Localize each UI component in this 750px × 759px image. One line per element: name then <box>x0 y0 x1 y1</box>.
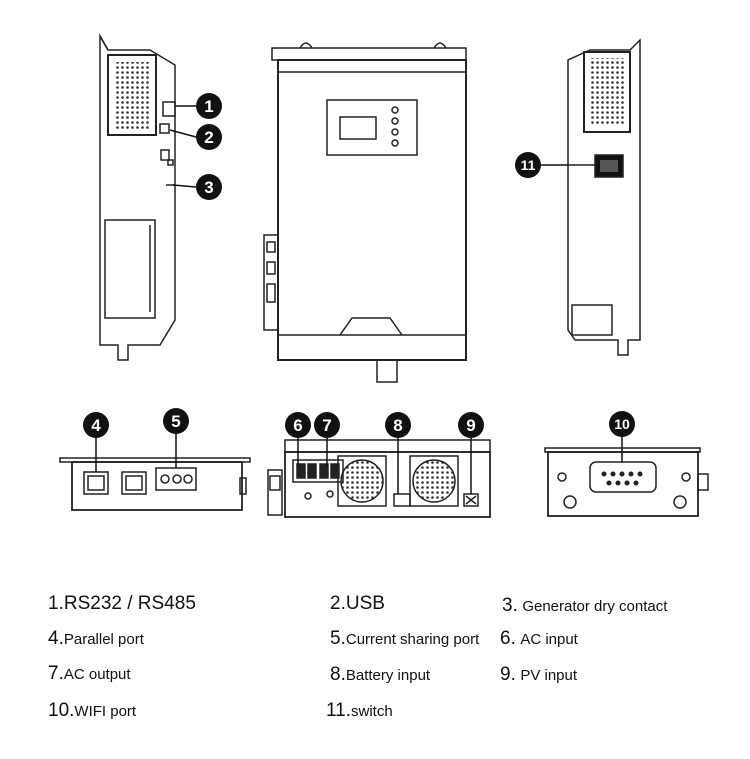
svg-text:5: 5 <box>171 412 180 431</box>
legend-item-1: 1.RS232 / RS485 <box>48 593 196 614</box>
control-panel <box>326 99 418 156</box>
leader-lines <box>95 105 623 494</box>
front-view <box>263 42 467 383</box>
legend-item-8: 8.Battery input <box>330 664 431 685</box>
callout-8: 8 <box>385 412 411 438</box>
svg-text:1: 1 <box>204 97 213 116</box>
hang-hole-right <box>433 42 447 49</box>
legend-item-11: 11.switch <box>326 700 393 721</box>
legend-item-7: 7.AC output <box>48 663 131 684</box>
rs232-port <box>162 101 176 117</box>
callout-11: 11 <box>515 152 541 178</box>
legend-item-6: 6. AC input <box>500 628 578 649</box>
legend-item-9: 9. PV input <box>500 664 578 685</box>
callout-1: 1 <box>196 93 222 119</box>
right-side-view <box>567 38 641 356</box>
bottom-vent <box>339 317 403 336</box>
svg-text:4: 4 <box>91 416 101 435</box>
legend-item-3: 3. Generator dry contact <box>502 595 668 616</box>
right-vent <box>583 51 631 133</box>
bottom-center-panel <box>267 439 491 518</box>
callout-7: 7 <box>314 412 340 438</box>
button-icon <box>391 106 399 114</box>
svg-text:10: 10 <box>614 416 630 432</box>
bottom-right-panel <box>544 447 709 517</box>
bottom-left-panel <box>59 457 251 511</box>
legend-item-4: 4.Parallel port <box>48 628 144 649</box>
fan-right <box>409 455 459 507</box>
legend-item-2: 2.USB <box>330 593 385 614</box>
left-vent <box>107 54 157 136</box>
fan-left <box>337 455 387 507</box>
left-side-panel <box>104 219 156 319</box>
legend-item-10: 10.WIFI port <box>48 700 137 721</box>
callout-10: 10 <box>609 411 635 437</box>
svg-text:6: 6 <box>293 416 302 435</box>
battery-terminal <box>393 493 411 507</box>
left-side-view <box>99 33 176 361</box>
callout-2: 2 <box>196 124 222 150</box>
lcd-screen <box>339 116 377 140</box>
svg-text:11: 11 <box>521 157 536 173</box>
callout-3: 3 <box>196 174 222 200</box>
wifi-port <box>589 461 657 493</box>
bottom-bracket <box>376 359 398 383</box>
callout-5: 5 <box>163 408 189 434</box>
svg-text:2: 2 <box>204 128 213 147</box>
svg-text:3: 3 <box>204 178 213 197</box>
usb-port <box>159 123 170 134</box>
callout-6: 6 <box>285 412 311 438</box>
svg-text:9: 9 <box>466 416 475 435</box>
callout-4: 4 <box>83 412 109 438</box>
parallel-port-b <box>121 471 147 495</box>
current-sharing-port <box>155 467 197 491</box>
svg-text:8: 8 <box>393 416 402 435</box>
hang-hole-left <box>299 42 313 49</box>
legend-item-5: 5.Current sharing port <box>330 628 480 649</box>
callout-9: 9 <box>458 412 484 438</box>
svg-text:7: 7 <box>322 416 331 435</box>
